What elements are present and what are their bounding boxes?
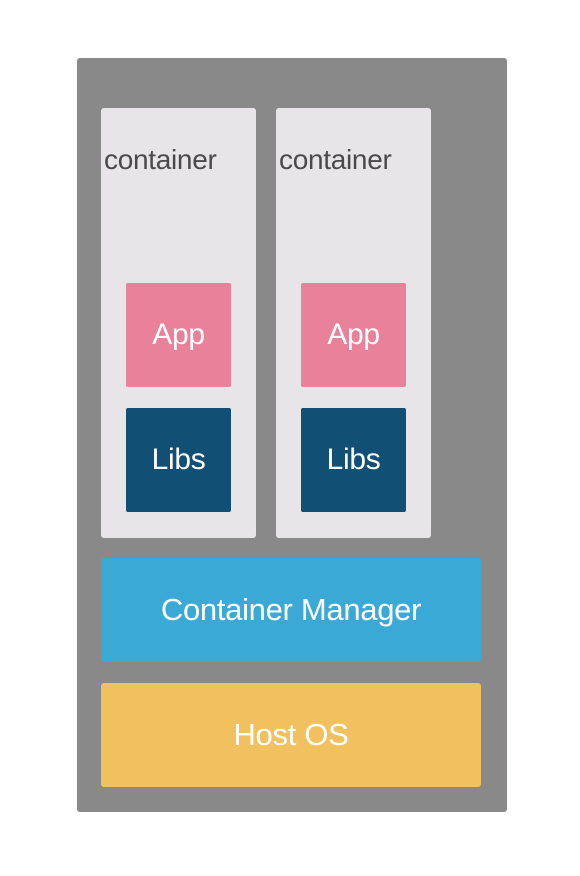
stack-frame: container App Libs container App Libs Co… [77, 58, 507, 812]
app-block: App [301, 283, 406, 387]
container-box-2: container App Libs [276, 108, 431, 538]
libs-block: Libs [301, 408, 406, 512]
container-box-1: container App Libs [101, 108, 256, 538]
container-label: container [104, 144, 217, 175]
container-label: container [279, 144, 392, 175]
app-block: App [126, 283, 231, 387]
libs-block: Libs [126, 408, 231, 512]
host-os-layer: Host OS [101, 683, 481, 787]
container-manager-layer: Container Manager [101, 558, 481, 662]
